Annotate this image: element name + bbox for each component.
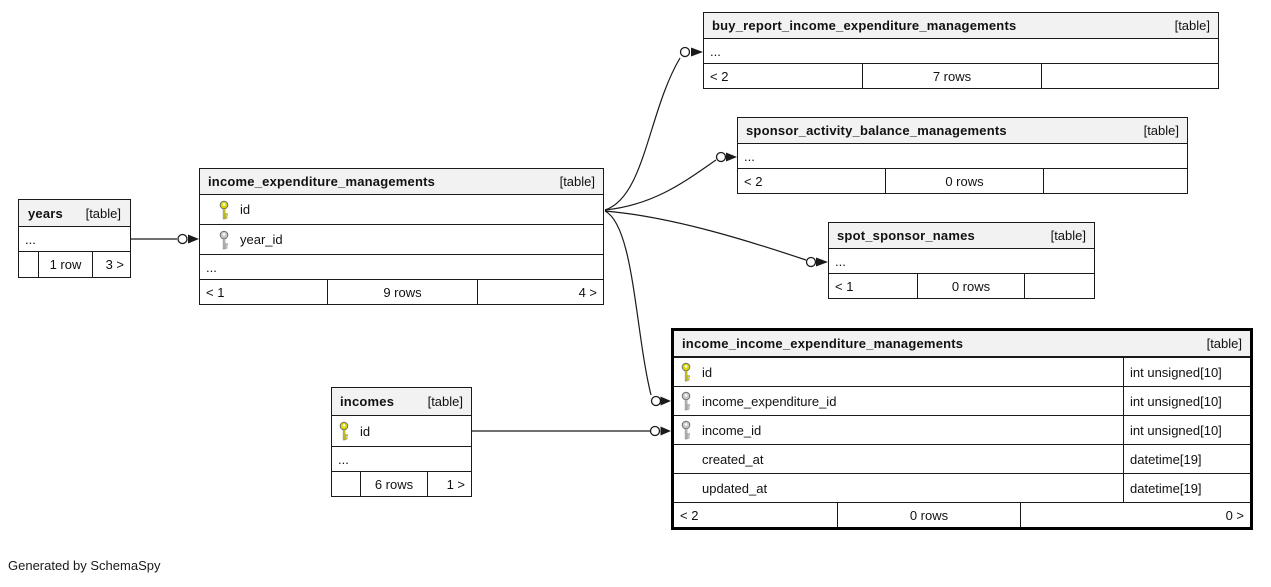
generator-note: Generated by SchemaSpy [8, 558, 161, 573]
column-name: updated_at [702, 480, 768, 496]
footer-parent-count: < 1 [200, 280, 328, 304]
footer-parent-count [332, 472, 361, 496]
table-buy-report-income-expenditure-managements[interactable]: buy_report_income_expenditure_management… [703, 12, 1219, 89]
ellipsis-row[interactable]: ... [704, 39, 1218, 64]
column-row-updated-at[interactable]: updated_at datetime[19] [674, 474, 1250, 503]
ellipsis-row[interactable]: ... [200, 255, 603, 280]
footer-row-count: 1 row [39, 252, 93, 277]
column-row-income-id[interactable]: income_id int unsigned[10] [674, 416, 1250, 445]
table-incomes[interactable]: incomes [table] id ... 6 rows 1 > [331, 387, 472, 497]
table-type-badge: [table] [1174, 18, 1210, 33]
primary-key-icon [338, 421, 350, 441]
table-title[interactable]: sponsor_activity_balance_managements [746, 123, 1007, 138]
table-footer: 1 row 3 > [19, 252, 130, 277]
footer-child-count: 0 > [1225, 507, 1244, 523]
column-type: datetime[19] [1123, 474, 1250, 502]
table-header[interactable]: years [table] [19, 200, 130, 227]
table-type-badge: [table] [1143, 123, 1179, 138]
table-title[interactable]: years [28, 205, 63, 221]
table-header[interactable]: sponsor_activity_balance_managements [ta… [738, 118, 1187, 144]
column-name: income_expenditure_id [702, 393, 837, 409]
footer-row-count: 0 rows [838, 503, 1021, 527]
footer-parent-count: < 2 [738, 169, 886, 193]
ellipsis-row[interactable]: ... [829, 249, 1094, 274]
relationship-incomes-to-iiem [472, 425, 671, 437]
footer-child-count [1044, 169, 1187, 193]
footer-child-count: 4 > [578, 284, 597, 300]
footer-parent-count [19, 252, 39, 277]
column-row-id[interactable]: id [332, 416, 471, 447]
table-income-expenditure-managements[interactable]: income_expenditure_managements [table] i… [199, 168, 604, 305]
column-type: datetime[19] [1123, 445, 1250, 473]
table-title[interactable]: income_income_expenditure_managements [682, 336, 964, 351]
table-spot-sponsor-names[interactable]: spot_sponsor_names [table] ... < 1 0 row… [828, 222, 1095, 299]
table-footer: 6 rows 1 > [332, 472, 471, 496]
table-footer: < 1 0 rows [829, 274, 1094, 298]
footer-row-count: 0 rows [918, 274, 1025, 298]
footer-row-count: 6 rows [361, 472, 428, 496]
footer-child-count: 1 > [446, 476, 465, 492]
table-sponsor-activity-balance-managements[interactable]: sponsor_activity_balance_managements [ta… [737, 117, 1188, 194]
foreign-key-icon [218, 230, 230, 250]
table-title[interactable]: spot_sponsor_names [837, 228, 975, 243]
column-row-created-at[interactable]: created_at datetime[19] [674, 445, 1250, 474]
column-name: id [360, 423, 371, 439]
relationship-iem-to-spot-sponsor [604, 210, 828, 268]
footer-row-count: 7 rows [863, 64, 1042, 88]
column-name: created_at [702, 451, 764, 467]
table-footer: < 1 9 rows 4 > [200, 280, 603, 304]
table-header[interactable]: spot_sponsor_names [table] [829, 223, 1094, 249]
table-title[interactable]: income_expenditure_managements [208, 174, 436, 189]
footer-parent-count: < 1 [829, 274, 918, 298]
column-type: int unsigned[10] [1123, 387, 1250, 415]
column-row-id[interactable]: id [200, 195, 603, 225]
table-type-badge: [table] [427, 394, 463, 409]
column-name: income_id [702, 422, 762, 438]
table-header[interactable]: income_expenditure_managements [table] [200, 169, 603, 195]
table-footer: < 2 0 rows 0 > [674, 502, 1250, 527]
primary-key-icon [218, 200, 230, 220]
column-name: id [702, 364, 713, 380]
table-header[interactable]: buy_report_income_expenditure_management… [704, 13, 1218, 39]
relationship-iem-to-buy-report [604, 46, 703, 211]
relationship-iem-to-iiem [604, 210, 671, 407]
ellipsis-row[interactable]: ... [738, 144, 1187, 169]
footer-row-count: 0 rows [886, 169, 1044, 193]
footer-parent-count: < 2 [704, 64, 863, 88]
table-years[interactable]: years [table] ... 1 row 3 > [18, 199, 131, 278]
column-type: int unsigned[10] [1123, 416, 1250, 444]
table-type-badge: [table] [85, 205, 121, 221]
table-header[interactable]: income_income_expenditure_managements [t… [674, 331, 1250, 358]
ellipsis-row[interactable]: ... [332, 447, 471, 472]
table-type-badge: [table] [1206, 336, 1242, 351]
primary-key-icon [680, 362, 692, 382]
table-income-income-expenditure-managements[interactable]: income_income_expenditure_managements [t… [671, 328, 1253, 530]
column-row-year-id[interactable]: year_id [200, 225, 603, 255]
footer-parent-count: < 2 [674, 503, 838, 527]
column-row-income-expenditure-id[interactable]: income_expenditure_id int unsigned[10] [674, 387, 1250, 416]
footer-row-count: 9 rows [328, 280, 478, 304]
foreign-key-icon [680, 420, 692, 440]
foreign-key-icon [680, 391, 692, 411]
column-type: int unsigned[10] [1123, 358, 1250, 386]
table-type-badge: [table] [559, 174, 595, 189]
footer-child-count [1042, 64, 1218, 88]
ellipsis-row[interactable]: ... [19, 227, 130, 252]
relationship-iem-to-sponsor-activity [604, 151, 737, 211]
table-header[interactable]: incomes [table] [332, 388, 471, 416]
footer-child-count [1025, 274, 1094, 298]
column-name: id [240, 202, 251, 217]
table-title[interactable]: incomes [340, 394, 395, 409]
table-footer: < 2 0 rows [738, 169, 1187, 193]
table-footer: < 2 7 rows [704, 64, 1218, 88]
column-name: year_id [240, 232, 283, 247]
column-row-id[interactable]: id int unsigned[10] [674, 358, 1250, 387]
table-title[interactable]: buy_report_income_expenditure_management… [712, 18, 1017, 33]
table-type-badge: [table] [1050, 228, 1086, 243]
relationship-years-to-income-expenditure [131, 233, 199, 245]
footer-child-count: 3 > [105, 257, 124, 272]
